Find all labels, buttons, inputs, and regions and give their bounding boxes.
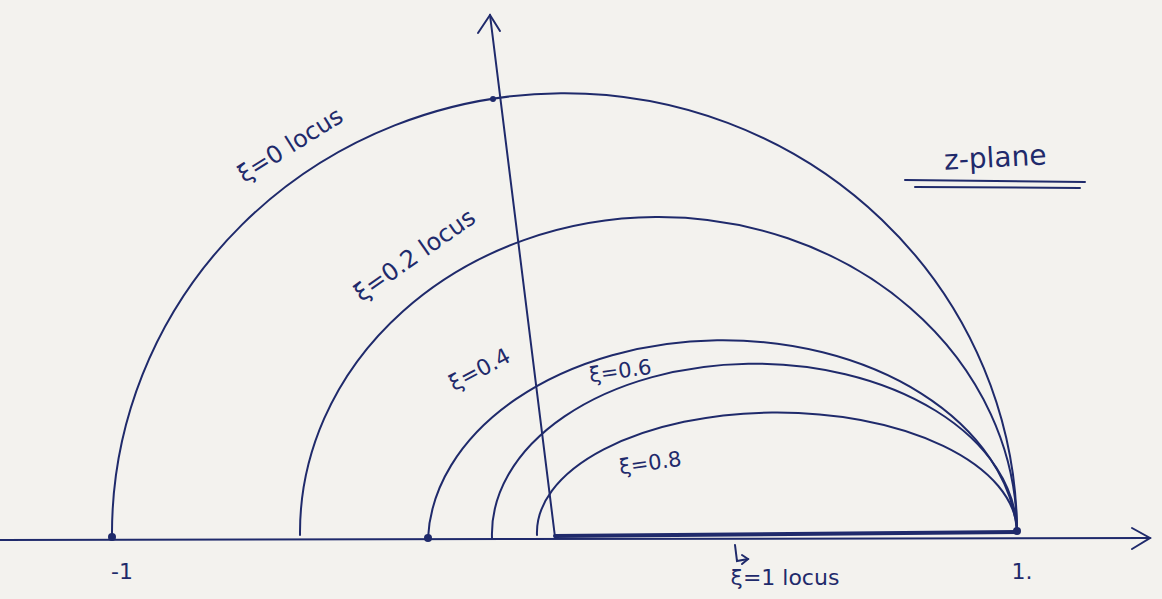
- axis-arrowhead: [478, 15, 500, 33]
- axis-arrowhead: [1132, 528, 1150, 549]
- damping-locus-curve: [428, 340, 1017, 538]
- locus-label: ξ=1 locus: [731, 566, 840, 590]
- damping-locus-curve: [492, 364, 1017, 538]
- underline: [905, 180, 1085, 182]
- point-dot: [1013, 527, 1021, 535]
- locus-label: ξ=0 locus: [233, 102, 348, 187]
- locus-label: ξ=0.2 locus: [349, 204, 480, 307]
- damping-locus-curve: [112, 93, 1017, 537]
- axis-value: -1: [111, 560, 133, 584]
- real-axis: [0, 538, 1150, 540]
- damping-locus-line: [555, 532, 1017, 536]
- damping-locus-curve: [537, 412, 1017, 535]
- locus-label: ξ=0.6: [587, 356, 652, 388]
- locus-label: ξ=0.8: [617, 448, 682, 480]
- axis-value: 1.: [1012, 560, 1033, 584]
- point-dot: [108, 533, 116, 541]
- pointer-arrow: [742, 555, 748, 564]
- locus-label: ξ=0.4: [445, 344, 514, 396]
- point-dot: [424, 534, 432, 542]
- underline: [915, 187, 1080, 188]
- point-dot: [490, 96, 496, 102]
- plane-title: z-plane: [943, 140, 1047, 176]
